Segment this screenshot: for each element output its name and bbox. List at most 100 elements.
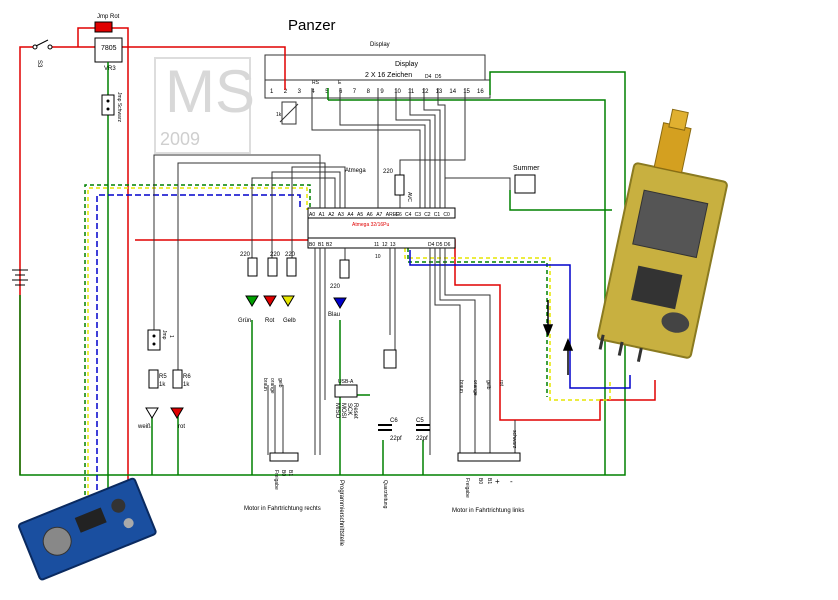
atmega-top-pin-4: A4: [347, 212, 353, 218]
resistors: 220 220 220 220 220 R5 1k R6 1k: [148, 169, 405, 389]
motor-left-pin-plus: +: [495, 477, 500, 486]
leds: Grün Rot Gelb Blau weiß rot: [137, 295, 347, 430]
buzzer-label: Summer: [513, 165, 540, 172]
atmega-top-pin-2: A2: [328, 212, 334, 218]
atmega-top-pin-5: A5: [357, 212, 363, 218]
diagram-title: Panzer: [288, 17, 336, 34]
display-pin-6: 6: [339, 89, 343, 95]
display-pin-rs: RS: [312, 80, 320, 86]
resistor-blau-value: 220: [330, 284, 341, 290]
display-pin-11: 11: [408, 89, 415, 95]
atmega-bottom-pin-7: D5: [436, 242, 443, 248]
motor-left-wire-gelb: gelb: [485, 380, 491, 390]
display-pin-13: 13: [436, 89, 443, 95]
resistor-r5-ref: R5: [159, 374, 167, 380]
atmega-top-pin-10: C4: [405, 212, 412, 218]
motor-left-label: Motor in Fahrtrichtung links: [452, 508, 524, 514]
atmega-bottom-pin-1: B1: [318, 242, 324, 248]
display-inner-label: Display: [395, 61, 418, 68]
motor-right-wire-gelb: gelb: [277, 378, 283, 388]
jumper-1-label-a: Jmp: [161, 330, 167, 340]
display-pin-4: 4: [311, 89, 315, 95]
display-pin-9: 9: [380, 89, 384, 95]
prog-pin-sck: SCK: [346, 403, 352, 415]
display-module: Display Display 2 X 16 Zeichen RS E D4 D…: [264, 42, 491, 125]
atmega-label: Atmega: [345, 168, 366, 174]
ms-watermark-logo: MS 2009: [154, 57, 255, 154]
switch-s3: S3: [32, 39, 53, 68]
motor-right-wire-orange: orange: [269, 378, 275, 394]
atmega-avcc: AVC: [406, 192, 412, 202]
cap-c6-value: 22pf: [390, 436, 402, 442]
ground-rail-green: [19, 62, 626, 500]
jumper-schwarz: Jmp Schwarz: [101, 92, 122, 123]
watermark-letters: MS: [165, 58, 255, 125]
display-pin-5: 5: [325, 89, 329, 95]
motor-right-label: Motor in Fahrtrichtung rechts: [244, 506, 321, 512]
display-pin-d4: D4: [425, 74, 432, 80]
motor-left-wire-orange: orange: [472, 380, 478, 396]
cap-c5-ref: C5: [416, 418, 424, 424]
cap-c5-value: 22pf: [416, 436, 428, 442]
crystal-and-caps: C6 22pf C5 22pf: [378, 349, 430, 442]
atmega-pin-10: 10: [375, 254, 381, 260]
motor-left-pin-b1: B1: [486, 478, 492, 484]
atmega-top-pin-6: A6: [367, 212, 373, 218]
switch-ref: S3: [36, 60, 42, 68]
motor-right-wire-braun: braun: [262, 378, 268, 391]
motor-right-pin-b1: B1: [287, 470, 293, 476]
cap-c6-ref: C6: [390, 418, 398, 424]
regulator-ref: VR3: [104, 66, 116, 72]
signal-wires-black: [153, 88, 516, 455]
display-pin-7: 7: [353, 89, 357, 95]
motor-right-connector: braun orange gelb Freigabe B0 B1 Motor i…: [244, 378, 321, 512]
resistor-r6-value: 1k: [183, 382, 190, 388]
display-pin-15: 15: [463, 89, 470, 95]
direction-arrows: [542, 300, 574, 375]
display-pot-label: 1k: [276, 112, 282, 118]
motor-right-pin-b0: B0: [280, 470, 286, 476]
atmega-bottom-pin-2: B2: [326, 242, 332, 248]
led-weiss-label: weiß: [137, 424, 151, 430]
display-pin-10: 10: [394, 89, 401, 95]
atmega-top-pin-11: C3: [415, 212, 422, 218]
watermark-year: 2009: [160, 129, 200, 149]
programmer-label: Programmierschnittstelle: [338, 480, 344, 547]
atmega-bottom-pin-4: 12: [382, 242, 388, 248]
atmega-bottom-pin-0: B0: [309, 242, 315, 248]
atmega-bottom-pin-6: D4: [428, 242, 435, 248]
motor-left-pin-minus: -: [510, 477, 513, 486]
resistor-avcc-value: 220: [383, 169, 394, 175]
atmega-bottom-pin-8: D6: [444, 242, 451, 248]
display-pin-12: 12: [422, 89, 429, 95]
display-pin-2: 2: [284, 89, 288, 95]
prog-pin-mosi: MOSI: [340, 403, 346, 419]
prog-pin-miso: MISO: [334, 403, 340, 419]
display-pin-8: 8: [367, 89, 371, 95]
atmega-top-pin-14: C0: [443, 212, 450, 218]
buzzer: Summer: [513, 165, 540, 194]
atmega-bottom-pin-5: 13: [390, 242, 396, 248]
jumper-1: Jmp 1: [147, 329, 174, 351]
motor-left-pin-freigabe: Freigabe: [464, 478, 470, 498]
led-gelb-label: Gelb: [283, 318, 296, 324]
motor-left-pin-b0: B0: [477, 478, 483, 484]
jumper-rot-label: Jmp Rot: [97, 14, 120, 20]
display-top-label: Display: [370, 42, 390, 48]
motor-left-wire-schwarz: schwarz: [511, 430, 517, 449]
display-pin-d5: D5: [435, 74, 442, 80]
usb-label: USB-A: [338, 379, 354, 385]
atmega-top-pin-7: A7: [376, 212, 382, 218]
quarz-label: Quarzleitung: [382, 480, 388, 509]
atmega-top-pin-8: AREF: [386, 212, 399, 218]
display-pin-e: E: [338, 80, 342, 86]
atmega-top-pin-12: C2: [424, 212, 431, 218]
battery-board-image: [18, 477, 157, 581]
atmega-top-pin-9: C6: [395, 212, 402, 218]
prog-pin-reset: Reset: [352, 403, 358, 419]
display-pin-3: 3: [298, 89, 302, 95]
resistor-r6-ref: R6: [183, 374, 191, 380]
